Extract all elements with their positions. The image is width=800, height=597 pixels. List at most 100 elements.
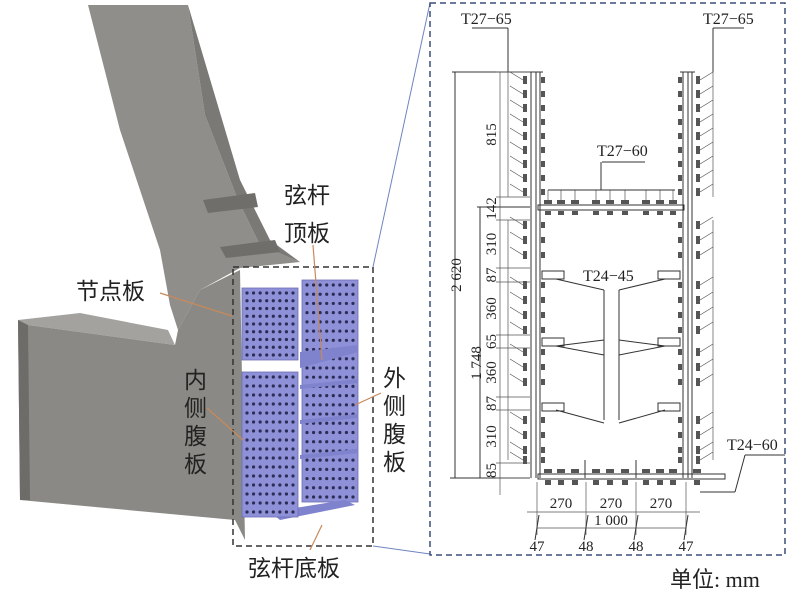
bolt-leader: [699, 321, 714, 331]
bolt-hole: [258, 306, 262, 311]
bolt-hole: [278, 345, 282, 349]
bolt-head: [696, 446, 700, 454]
bolt-hole: [311, 403, 316, 407]
bolt-hole: [245, 429, 249, 433]
bolt-nut: [678, 105, 682, 111]
bolt-hole: [338, 311, 342, 315]
bolt-head: [523, 76, 527, 84]
bolt-head: [523, 221, 527, 229]
bolt-hole: [325, 430, 329, 435]
bolt-hole: [331, 301, 335, 306]
dim-segment: 142: [484, 197, 500, 220]
bolt-leader: [509, 99, 524, 109]
bolt-hole: [325, 329, 329, 333]
dim-slash: [683, 514, 689, 541]
bolt-hole: [305, 458, 309, 462]
outer-web-splice-plate: [301, 279, 359, 503]
bolt-hole: [271, 322, 275, 326]
bolt-nut: [678, 175, 682, 181]
label-chord-top-plate-2: 顶板: [284, 221, 330, 247]
bolt-hole: [258, 456, 262, 460]
bolt-hole: [318, 311, 322, 315]
bolt-hole: [325, 412, 329, 416]
bolt-hole: [344, 292, 349, 296]
bolt-hole: [318, 476, 322, 481]
bolt-hole: [278, 438, 282, 442]
label-t27-65-left: T27−65: [461, 11, 512, 28]
bolt-leader: [509, 155, 524, 165]
bolt-hole: [338, 486, 342, 490]
bolt-nut: [541, 189, 545, 195]
bolt-hole: [318, 458, 322, 462]
bolt-hole: [284, 322, 289, 326]
bolt-hole: [331, 486, 335, 490]
bolt-hole: [251, 483, 256, 487]
bolt-hole: [331, 458, 335, 462]
bolt-head: [523, 118, 527, 126]
bolt-nut: [622, 480, 628, 485]
diaphragm-connector: [657, 337, 681, 347]
bolt-hole: [284, 438, 289, 442]
bolt-hole: [245, 299, 249, 303]
zoom-connector-bottom: [372, 545, 431, 555]
bolt-hole: [351, 338, 355, 342]
dim-segment: 65: [484, 334, 500, 349]
bolt-nut: [541, 312, 545, 318]
bolt-hole: [311, 283, 316, 287]
bolt-hole: [284, 384, 289, 388]
bolt-hole: [278, 337, 282, 342]
line: [618, 345, 666, 356]
bolt-hole: [271, 402, 275, 406]
bolt-hole: [291, 411, 295, 415]
bolt-head: [696, 281, 700, 289]
dim-edge-3: 48: [629, 539, 644, 555]
bolt-hole: [351, 329, 355, 333]
bolt-hole: [311, 449, 316, 453]
bolt-hole: [245, 438, 249, 442]
bolt-hole: [344, 366, 349, 370]
bolt-head: [696, 132, 700, 140]
bolt-head: [696, 221, 700, 229]
bolt-head: [696, 378, 700, 386]
bolt-nut: [657, 480, 663, 485]
bolt-hole: [331, 440, 335, 444]
bolt-leader: [699, 169, 714, 179]
bolt-hole: [331, 338, 335, 342]
bolt-hole: [331, 476, 335, 481]
bolt-hole: [325, 292, 329, 296]
line: [555, 278, 605, 291]
bolt-hole: [305, 449, 309, 453]
bolt-leader: [699, 216, 714, 226]
chord-member-dark-edge: [18, 320, 30, 500]
bolt-head: [696, 160, 700, 168]
bolt-nut: [670, 480, 676, 485]
bolt-hole: [351, 384, 355, 388]
bolt-hole: [265, 420, 269, 424]
bolt-hole: [311, 329, 316, 333]
bolt-hole: [338, 320, 342, 324]
bolt-hole: [278, 353, 282, 357]
line: [734, 454, 746, 493]
bolt-hole: [284, 393, 289, 397]
bolt-leader: [699, 231, 714, 241]
bolt-leader: [699, 127, 714, 137]
dim-segment: 360: [484, 361, 500, 384]
chord-top-plate: [300, 345, 358, 368]
leader-lines: [159, 244, 382, 551]
bolt-hole: [271, 299, 275, 303]
bolt-hole: [258, 337, 262, 342]
bolt-hole: [305, 394, 309, 398]
chord-top-plate: [537, 204, 685, 211]
bolt-leader: [509, 276, 524, 286]
bolt-head: [621, 469, 629, 473]
bolt-leader: [699, 141, 714, 151]
bolt-hole: [344, 384, 349, 388]
bolt-nut: [541, 364, 545, 370]
label-t27-65-right: T27−65: [703, 11, 754, 28]
bolt-head: [571, 200, 579, 204]
bolt-leader: [699, 306, 714, 316]
bolt-nut: [572, 480, 578, 485]
bolt-head: [696, 174, 700, 182]
bolt-hole: [325, 467, 329, 471]
bolt-hole: [291, 492, 295, 496]
